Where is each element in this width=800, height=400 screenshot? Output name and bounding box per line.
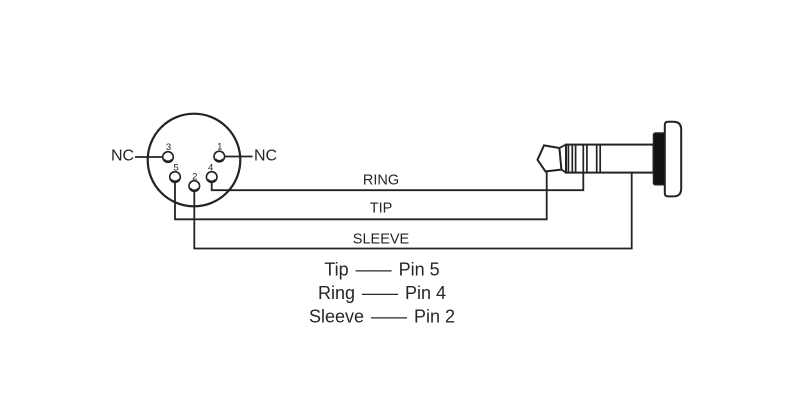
trs-plug-barrel	[565, 143, 655, 174]
legend-tip-conductor: Tip	[324, 260, 348, 280]
legend-sleeve-dashes: ——	[371, 307, 407, 327]
tip-wire	[174, 171, 548, 221]
ring-wire-label: RING	[363, 173, 399, 189]
legend-tip-dashes: ——	[356, 260, 392, 280]
nc-label-left: NC	[111, 148, 134, 165]
pin-4-number: 4	[208, 163, 213, 174]
legend-row-ring: Ring —— Pin 4	[318, 283, 446, 303]
legend-sleeve-pin: Pin 2	[414, 307, 455, 327]
din-pin-4: 4	[205, 163, 218, 184]
legend-row-sleeve: Sleeve —— Pin 2	[309, 307, 455, 327]
pin-2-number: 2	[192, 172, 197, 183]
pin-5-notch	[170, 178, 180, 182]
pin-3-number: 3	[166, 142, 171, 153]
din-pin-3: 3	[161, 142, 175, 164]
pin-5-number: 5	[173, 163, 178, 174]
legend: Tip——Pin 5 Ring——Pin 4 Sleeve——Pin 2	[309, 260, 455, 327]
din-pin-1: 1	[213, 142, 226, 163]
legend-sleeve-conductor: Sleeve	[309, 307, 364, 327]
legend-ring-pin: Pin 4	[405, 283, 446, 303]
din-5-connector-face: NC NC 3 1 5 4 2	[111, 112, 277, 208]
din-connector-outline	[146, 112, 242, 208]
pin-2-notch	[190, 187, 199, 191]
pin-1-number: 1	[217, 142, 222, 153]
tip-wire-label: TIP	[370, 201, 393, 217]
trs-plug-tip	[536, 144, 563, 173]
pin-4-notch	[207, 178, 216, 182]
trs-plug-neck	[558, 143, 567, 174]
legend-ring-conductor: Ring	[318, 283, 355, 303]
din-pin-2: 2	[188, 172, 201, 193]
trs-plug-knurl-collar	[652, 132, 667, 186]
nc-label-right: NC	[254, 148, 277, 165]
legend-row-tip: Tip —— Pin 5	[324, 260, 439, 280]
legend-ring-dashes: ——	[362, 283, 398, 303]
ring-wire	[210, 172, 585, 192]
pin-3-notch	[163, 158, 173, 162]
trs-plug-insulator-stripes	[567, 144, 602, 173]
sleeve-wire	[193, 172, 633, 250]
pin-1-notch	[215, 158, 224, 162]
trs-plug-end-cap	[663, 120, 683, 198]
sleeve-wire-label: SLEEVE	[353, 232, 410, 248]
din-pin-5: 5	[168, 163, 182, 184]
legend-tip-pin: Pin 5	[399, 260, 440, 280]
trs-jack-plug	[536, 120, 683, 198]
